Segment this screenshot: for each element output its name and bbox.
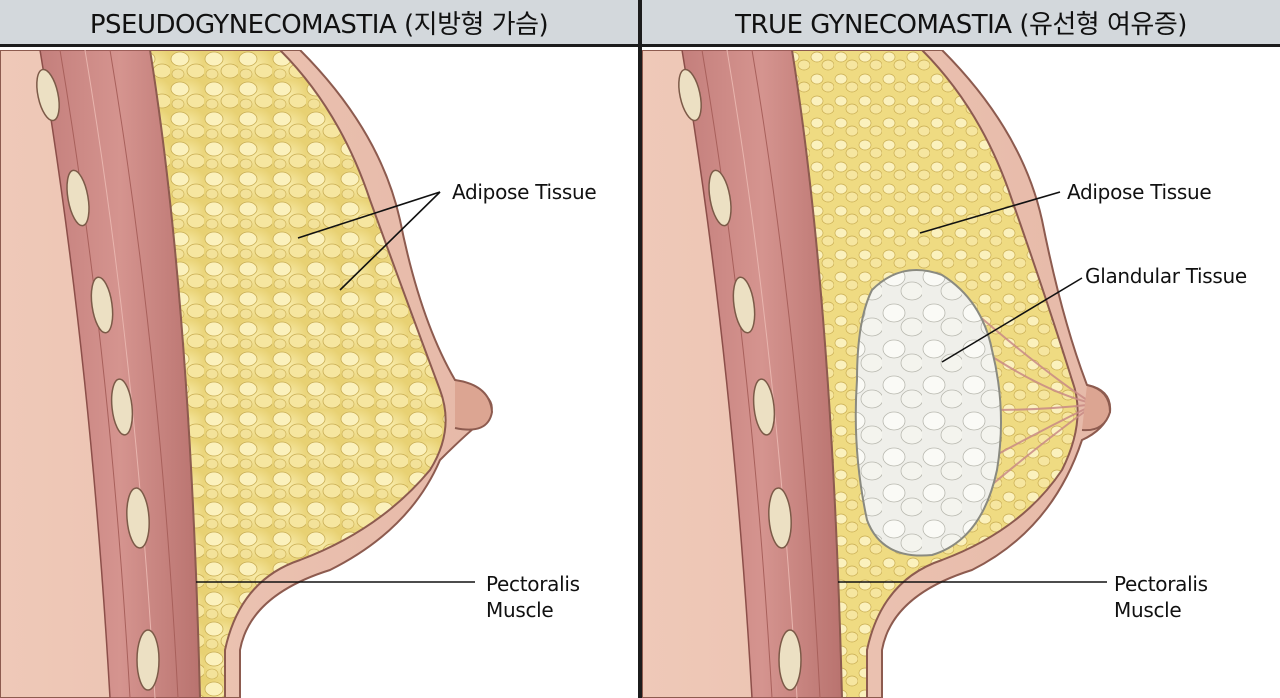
panel-pseudogynecomastia: PSEUDOGYNECOMASTIA (지방형 가슴) [0, 0, 638, 698]
panel-header: PSEUDOGYNECOMASTIA (지방형 가슴) [0, 0, 638, 47]
panel-title: PSEUDOGYNECOMASTIA (지방형 가슴) [89, 9, 549, 40]
label-glandular-tissue: Glandular Tissue [1085, 264, 1247, 288]
label-adipose-tissue: Adipose Tissue [1067, 180, 1212, 204]
panel-title: TRUE GYNECOMASTIA (유선형 여유증) [735, 9, 1187, 40]
label-pectoralis-line1: Pectoralis [1114, 572, 1208, 596]
pseudogynecomastia-illustration [0, 50, 638, 698]
panel-header: TRUE GYNECOMASTIA (유선형 여유증) [642, 0, 1280, 47]
true-gynecomastia-illustration [642, 50, 1280, 698]
label-pectoralis-line2: Muscle [1114, 598, 1182, 622]
label-pectoralis-line2: Muscle [486, 598, 554, 622]
label-pectoralis-line1: Pectoralis [486, 572, 580, 596]
panel-true-gynecomastia: TRUE GYNECOMASTIA (유선형 여유증) [642, 0, 1280, 698]
label-adipose-tissue: Adipose Tissue [452, 180, 597, 204]
